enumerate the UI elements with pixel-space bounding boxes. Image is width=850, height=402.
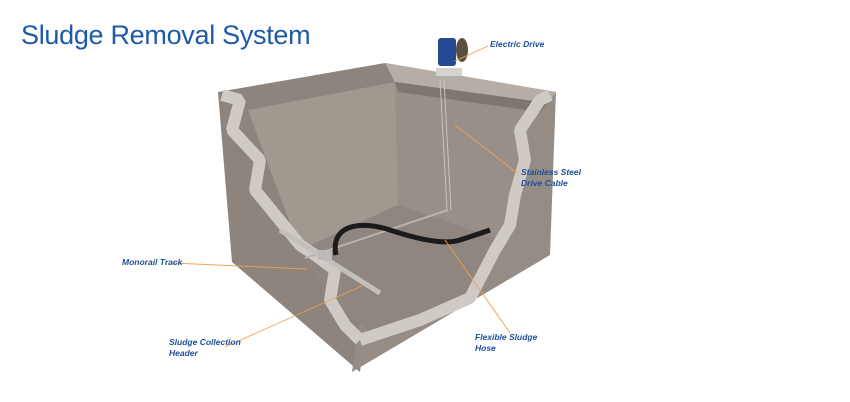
back-wall-right xyxy=(395,82,530,240)
leader-lines xyxy=(171,45,518,348)
diagram-title: Sludge Removal System xyxy=(21,20,311,50)
label-collection-header-line1: Sludge Collection xyxy=(169,337,241,347)
collection-header-pipe xyxy=(278,227,382,296)
label-collection-header-line2: Header xyxy=(169,348,198,358)
label-drive-cable-line1: Stainless Steel xyxy=(521,167,582,177)
label-sludge-hose: Flexible Sludge Hose xyxy=(475,332,537,354)
label-sludge-hose-line1: Flexible Sludge xyxy=(475,332,538,342)
label-collection-header: Sludge Collection Header xyxy=(169,337,241,359)
label-drive-cable: Stainless Steel Drive Cable xyxy=(521,167,581,189)
back-wall-left xyxy=(248,82,398,250)
label-monorail-track: Monorail Track xyxy=(122,257,183,267)
label-drive-cable-line2: Drive Cable xyxy=(521,178,568,188)
label-electric-drive: Electric Drive xyxy=(490,39,545,49)
sludge-hose xyxy=(332,222,491,256)
drive-beam xyxy=(385,63,556,103)
drive-cable xyxy=(439,79,448,211)
label-sludge-hose-line2: Hose xyxy=(475,343,496,353)
electric-drive xyxy=(438,38,456,66)
cut-edge-right xyxy=(358,89,553,346)
